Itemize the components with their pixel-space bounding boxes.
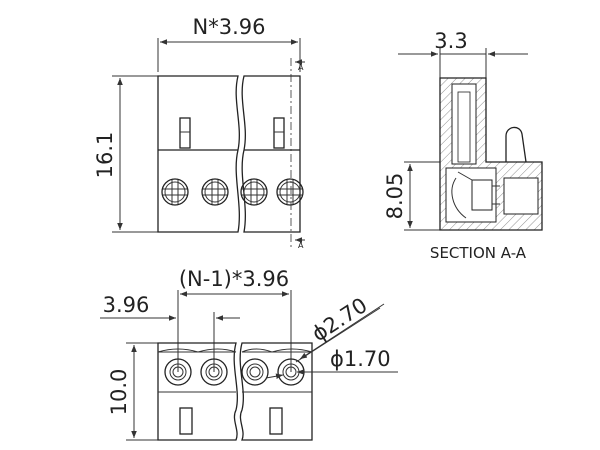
bottom-view: (N-1)*3.96 3.96 10.0 — [100, 267, 398, 441]
section-height-label: 8.05 — [383, 173, 407, 220]
front-width-label: N*3.96 — [193, 15, 266, 39]
section-width-dimension: 3.3 — [398, 29, 528, 78]
section-marker-top: A — [298, 63, 304, 72]
bottom-slot-2 — [269, 407, 283, 435]
bottom-height-label: 10.0 — [107, 369, 131, 416]
inner-diameter-label: ϕ1.70 — [330, 347, 391, 371]
bottom-hole-1 — [164, 358, 192, 386]
bottom-slot-1 — [179, 407, 193, 435]
section-width-label: 3.3 — [434, 29, 467, 53]
bottom-span-dimension: (N-1)*3.96 — [177, 267, 292, 372]
bottom-pitch-label: 3.96 — [103, 293, 150, 317]
front-screw-2 — [201, 178, 229, 206]
front-screw-4 — [276, 178, 304, 206]
bottom-hole-2 — [200, 358, 228, 386]
section-view: 3.3 8.05 SECTION A-A — [383, 29, 543, 262]
section-caption: SECTION A-A — [430, 244, 527, 262]
section-marker-bottom: A — [298, 241, 304, 250]
front-body-left — [157, 75, 240, 233]
section-wire-entry — [503, 177, 539, 215]
section-latch — [505, 126, 527, 163]
front-screw-1 — [161, 178, 189, 206]
front-screw-3 — [240, 178, 268, 206]
bottom-pitch-dimension: 3.96 — [100, 293, 240, 372]
front-body-right — [241, 75, 301, 233]
front-height-label: 16.1 — [93, 132, 117, 179]
bottom-height-dimension: 10.0 — [107, 342, 158, 441]
bottom-span-label: (N-1)*3.96 — [179, 267, 289, 291]
front-slot-1 — [179, 117, 191, 149]
bottom-body-left — [157, 342, 238, 441]
bottom-body-right — [239, 342, 313, 441]
section-height-dimension: 8.05 — [383, 161, 440, 231]
front-view: N*3.96 16.1 — [93, 15, 305, 250]
front-height-dimension: 16.1 — [93, 75, 158, 233]
inner-diameter-callout: ϕ1.70 — [265, 347, 398, 379]
section-cut-line: A A — [290, 58, 305, 250]
front-slot-2 — [273, 117, 285, 149]
bottom-hole-3 — [241, 358, 269, 386]
front-width-dimension: N*3.96 — [157, 15, 301, 72]
